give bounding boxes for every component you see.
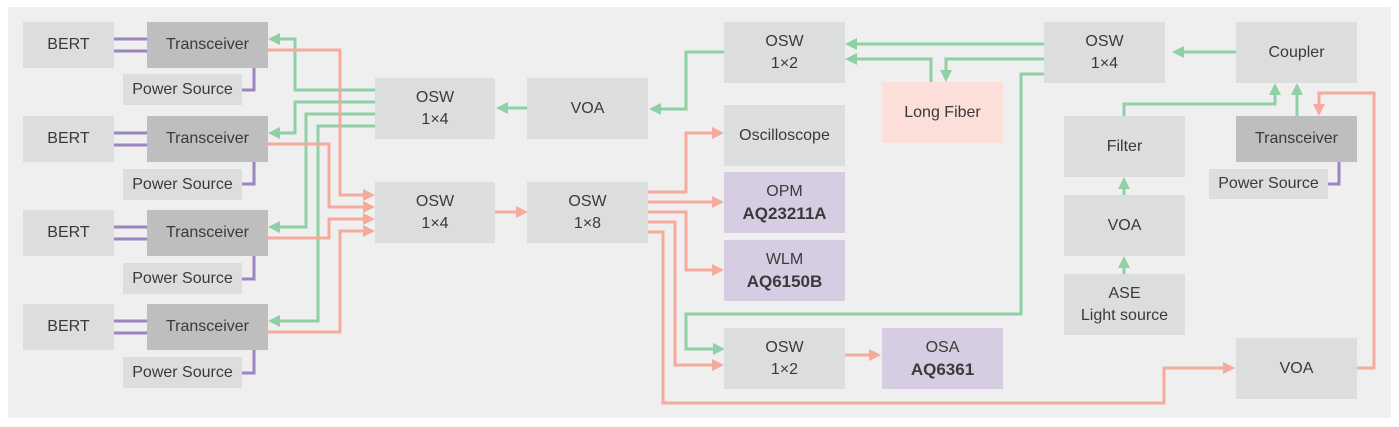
opm-instrument: OPM AQ23211A bbox=[724, 172, 845, 233]
ase-sublabel: Light source bbox=[1080, 306, 1169, 324]
coupler: Coupler bbox=[1236, 22, 1357, 83]
osa-model: AQ6361 bbox=[910, 359, 975, 379]
osw-ports: 1×4 bbox=[1090, 54, 1119, 72]
voa-label: VOA bbox=[1279, 359, 1314, 377]
osa-label: OSA bbox=[925, 338, 960, 356]
power-source-2: Power Source bbox=[123, 169, 242, 200]
osw-1x4-transmit: OSW 1×4 bbox=[375, 182, 495, 243]
filter: Filter bbox=[1064, 116, 1185, 177]
osw-label: OSW bbox=[765, 32, 804, 50]
osw-ports: 1×4 bbox=[421, 110, 449, 128]
transceiver-label: Transceiver bbox=[166, 224, 249, 241]
voa-label: VOA bbox=[570, 99, 605, 117]
transceiver-1: Transceiver bbox=[147, 22, 268, 68]
osw-label: OSW bbox=[415, 88, 455, 106]
bert-label: BERT bbox=[47, 318, 90, 335]
transceiver-label: Transceiver bbox=[166, 36, 249, 53]
transceiver-2: Transceiver bbox=[147, 116, 268, 162]
bert-label: BERT bbox=[47, 224, 90, 241]
filter-label: Filter bbox=[1106, 137, 1143, 155]
osw-ports: 1×2 bbox=[770, 360, 799, 378]
osw-label: OSW bbox=[1085, 32, 1124, 50]
power-source-label: Power Source bbox=[132, 363, 233, 381]
transceiver-right: Transceiver bbox=[1236, 116, 1357, 162]
osw-label: OSW bbox=[765, 338, 804, 356]
long-fiber: Long Fiber bbox=[882, 82, 1003, 143]
osw-1x4-receive: OSW 1×4 bbox=[375, 78, 495, 139]
osw-1x2-bottom: OSW 1×2 bbox=[724, 328, 845, 389]
bert-1: BERT bbox=[23, 22, 114, 68]
osw-1x2-top: OSW 1×2 bbox=[724, 22, 845, 83]
bert-4: BERT bbox=[23, 304, 114, 350]
coupler-label: Coupler bbox=[1268, 43, 1325, 61]
voa-middle: VOA bbox=[527, 78, 648, 139]
osw-label: OSW bbox=[415, 192, 455, 210]
long-fiber-label: Long Fiber bbox=[904, 103, 981, 121]
ase-light-source: ASE Light source bbox=[1064, 274, 1185, 335]
bert-label: BERT bbox=[47, 36, 90, 53]
power-source-4: Power Source bbox=[123, 357, 242, 388]
osw-label: OSW bbox=[568, 192, 607, 210]
oscilloscope: Oscilloscope bbox=[724, 105, 845, 166]
voa-label: VOA bbox=[1107, 216, 1142, 234]
power-source-1: Power Source bbox=[123, 74, 242, 105]
transceiver-4: Transceiver bbox=[147, 304, 268, 350]
ase-label: ASE bbox=[1108, 284, 1141, 302]
osw-1x4-right: OSW 1×4 bbox=[1044, 22, 1165, 83]
power-source-label: Power Source bbox=[132, 80, 233, 98]
power-source-3: Power Source bbox=[123, 263, 242, 294]
oscilloscope-label: Oscilloscope bbox=[739, 126, 830, 144]
osw-1x8: OSW 1×8 bbox=[527, 182, 648, 243]
power-source-label: Power Source bbox=[132, 175, 233, 193]
power-source-label: Power Source bbox=[132, 269, 233, 287]
transceiver-label: Transceiver bbox=[166, 318, 249, 335]
osw-ports: 1×8 bbox=[573, 214, 602, 232]
transceiver-label: Transceiver bbox=[166, 130, 249, 147]
bert-3: BERT bbox=[23, 210, 114, 256]
wlm-instrument: WLM AQ6150B bbox=[724, 240, 845, 301]
osa-instrument: OSA AQ6361 bbox=[882, 328, 1003, 389]
power-source-label: Power Source bbox=[1218, 175, 1319, 192]
wlm-label: WLM bbox=[765, 250, 804, 268]
transceiver-3: Transceiver bbox=[147, 210, 268, 256]
voa-bottom: VOA bbox=[1236, 338, 1357, 399]
voa-ase: VOA bbox=[1064, 195, 1185, 256]
bert-label: BERT bbox=[47, 130, 90, 147]
osw-ports: 1×4 bbox=[421, 214, 449, 232]
osw-ports: 1×2 bbox=[770, 54, 799, 72]
wlm-model: AQ6150B bbox=[746, 271, 823, 291]
power-source-right: Power Source bbox=[1209, 169, 1328, 199]
opm-label: OPM bbox=[766, 182, 803, 200]
opm-model: AQ23211A bbox=[742, 203, 827, 223]
transceiver-label: Transceiver bbox=[1255, 130, 1338, 147]
bert-2: BERT bbox=[23, 116, 114, 162]
